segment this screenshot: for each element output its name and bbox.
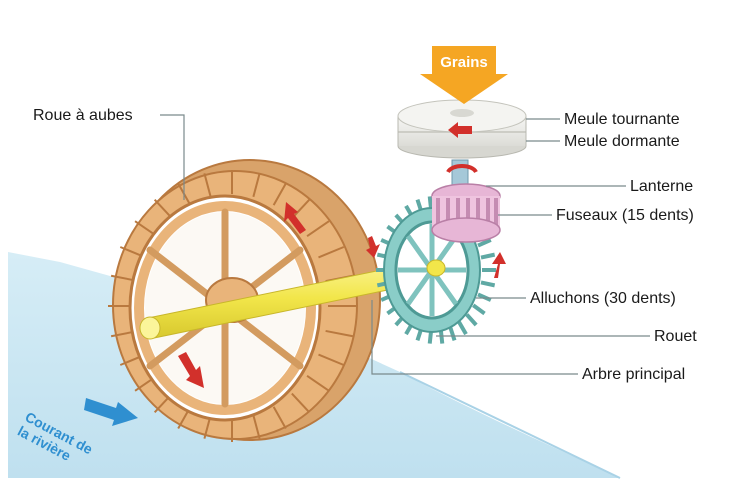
river-bank-line xyxy=(399,371,621,479)
wheel-paddle xyxy=(252,414,261,439)
wheel-paddle xyxy=(325,329,354,338)
lanterne-label: Lanterne xyxy=(630,178,693,195)
wheel-down-arrow-icon xyxy=(178,352,204,388)
leader-lines xyxy=(160,114,650,375)
rouet-tooth xyxy=(480,252,496,260)
lanterne-rotation-arrow-icon xyxy=(446,164,478,174)
rotation-arrows xyxy=(178,122,506,388)
lanterne-gear xyxy=(431,159,501,243)
wheel-paddle xyxy=(272,182,287,206)
rouet-label: Rouet xyxy=(654,328,697,345)
wheel-paddle xyxy=(318,246,345,259)
millstone-rotation-arrow-icon xyxy=(448,122,472,138)
wheel-paddle xyxy=(291,392,311,414)
rouet-tooth xyxy=(477,238,492,248)
fuseaux-label: Fuseaux (15 dents) xyxy=(556,207,694,224)
meule-tournante-label: Meule tournante xyxy=(564,111,680,128)
wheel-paddle xyxy=(252,173,261,198)
water-current-arrow-icon xyxy=(84,398,138,426)
roue-a-aubes-label: Roue à aubes xyxy=(33,107,133,124)
rouet-tooth xyxy=(477,292,492,302)
wheel-paddle xyxy=(153,198,173,220)
wheel-paddle xyxy=(272,406,287,430)
grains-label: Grains xyxy=(440,54,488,71)
wheel-paddle xyxy=(318,353,345,366)
wheel-paddle xyxy=(306,375,330,392)
rouet-left-arrow-icon xyxy=(366,236,380,258)
millstones xyxy=(397,99,527,159)
wheel-up-arrow-icon xyxy=(284,202,306,234)
rouet-tooth xyxy=(465,313,478,327)
rouet-right-arrow-icon xyxy=(492,252,506,278)
meule-dormante-label: Meule dormante xyxy=(564,133,680,150)
rouet-tooth xyxy=(472,303,486,316)
arbre-principal-label: Arbre principal xyxy=(582,366,685,383)
grains-arrow-icon xyxy=(420,46,508,104)
wheel-paddle xyxy=(306,220,330,237)
rouet-tooth xyxy=(480,280,496,288)
alluchons-label: Alluchons (30 dents) xyxy=(530,290,676,307)
rouet-tooth xyxy=(448,326,457,341)
rouet-tooth xyxy=(457,320,468,336)
wheel-paddle xyxy=(203,173,212,198)
